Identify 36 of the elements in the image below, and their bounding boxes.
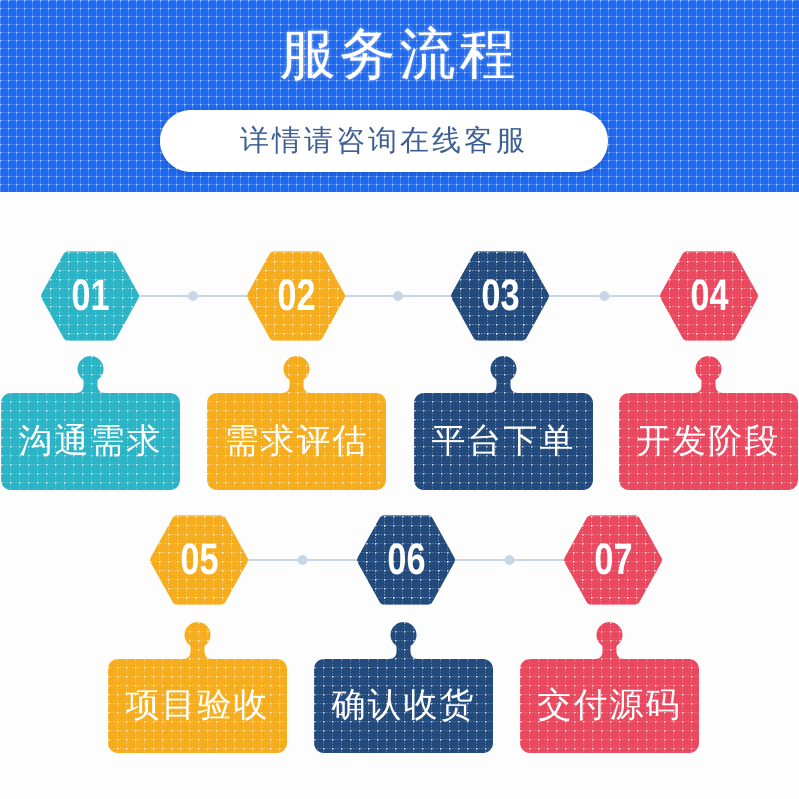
step-number: 04 (690, 272, 728, 320)
page-title: 服务流程 (280, 24, 520, 86)
number-hexagon (247, 252, 345, 340)
number-hexagon (660, 252, 758, 340)
number-hexagon (357, 516, 455, 604)
step-tag (314, 622, 493, 753)
step-number: 02 (276, 272, 316, 320)
connector-line (345, 295, 451, 297)
number-hexagon (150, 516, 248, 604)
banner-text: 详情请咨询在线客服 (240, 125, 528, 157)
step-tag (108, 622, 287, 753)
step-tag (619, 356, 798, 490)
step-label: 需求评估 (224, 422, 368, 460)
step-number: 01 (70, 272, 110, 320)
step-tag (207, 356, 386, 490)
number-hexagon (564, 516, 662, 604)
connector-line (139, 295, 247, 297)
step-number: 05 (180, 536, 218, 584)
step-number: 07 (594, 536, 632, 584)
step-label: 确认收货 (332, 687, 476, 725)
number-hexagon (451, 252, 549, 340)
connector-line (549, 295, 660, 297)
connector-line (248, 559, 357, 561)
step-label: 交付源码 (538, 687, 682, 725)
step-label: 平台下单 (432, 422, 576, 460)
step-number: 06 (386, 536, 426, 584)
step-tag (414, 356, 593, 490)
connector-line (455, 559, 564, 561)
step-label: 开发阶段 (636, 422, 780, 460)
step-tag (1, 356, 180, 490)
number-hexagon (41, 252, 139, 340)
step-tag (520, 622, 699, 753)
pill-banner (160, 110, 608, 172)
step-label: 项目验收 (126, 687, 270, 725)
step-label: 沟通需求 (18, 422, 162, 460)
step-number: 03 (480, 272, 520, 320)
